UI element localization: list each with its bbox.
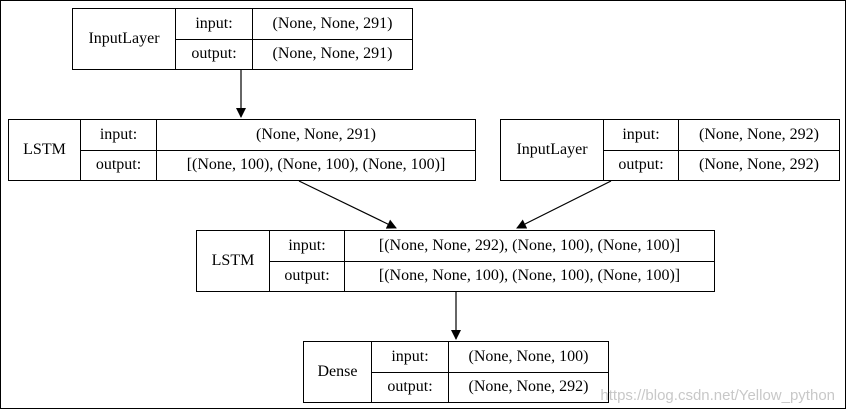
edge-lstm1-to-lstm2 — [298, 180, 397, 229]
input-label: input: — [176, 9, 253, 39]
output-label: output: — [604, 150, 679, 180]
input-label: input: — [372, 342, 449, 372]
output-shape: (None, None, 291) — [272, 45, 393, 63]
output-row: output: (None, None, 292) — [604, 149, 839, 180]
input-shape: (None, None, 291) — [272, 14, 393, 32]
input-row: input: [(None, None, 292), (None, 100), … — [270, 231, 714, 261]
watermark-text: https://blog.csdn.net/Yellow_python — [600, 387, 835, 404]
input-shape: (None, None, 100) — [468, 347, 589, 365]
input-row: input: (None, None, 291) — [176, 9, 412, 39]
node-inputlayer-1: InputLayer input: (None, None, 291) outp… — [72, 8, 413, 70]
node-type-label: InputLayer — [501, 120, 604, 180]
node-inputlayer-2: InputLayer input: (None, None, 292) outp… — [500, 119, 840, 181]
output-label: output: — [176, 39, 253, 69]
input-row: input: (None, None, 291) — [81, 120, 475, 150]
edge-input2-to-lstm2 — [516, 180, 612, 229]
node-type-label: Dense — [304, 342, 372, 402]
input-label: input: — [81, 120, 157, 150]
input-shape: (None, None, 292) — [699, 125, 819, 143]
node-lstm-1: LSTM input: (None, None, 291) output: [(… — [8, 119, 476, 181]
input-row: input: (None, None, 292) — [604, 120, 839, 150]
output-row: output: [(None, None, 100), (None, 100),… — [270, 260, 714, 291]
output-row: output: (None, None, 292) — [372, 371, 608, 402]
output-label: output: — [372, 372, 449, 402]
output-shape: [(None, None, 100), (None, 100), (None, … — [378, 267, 681, 285]
node-dense: Dense input: (None, None, 100) output: (… — [303, 341, 609, 403]
node-lstm-2: LSTM input: [(None, None, 292), (None, 1… — [196, 230, 715, 292]
input-row: input: (None, None, 100) — [372, 342, 608, 372]
node-type-label: LSTM — [9, 120, 81, 180]
node-type-label: InputLayer — [73, 9, 176, 69]
output-row: output: [(None, 100), (None, 100), (None… — [81, 149, 475, 180]
output-shape: [(None, 100), (None, 100), (None, 100)] — [186, 156, 446, 174]
output-shape: (None, None, 292) — [699, 156, 819, 174]
input-label: input: — [604, 120, 679, 150]
output-row: output: (None, None, 291) — [176, 38, 412, 69]
output-shape: (None, None, 292) — [468, 378, 589, 396]
node-type-label: LSTM — [197, 231, 270, 291]
output-label: output: — [81, 150, 157, 180]
input-label: input: — [270, 231, 345, 261]
input-shape: [(None, None, 292), (None, 100), (None, … — [378, 236, 681, 254]
output-label: output: — [270, 261, 345, 291]
input-shape: (None, None, 291) — [256, 125, 376, 143]
